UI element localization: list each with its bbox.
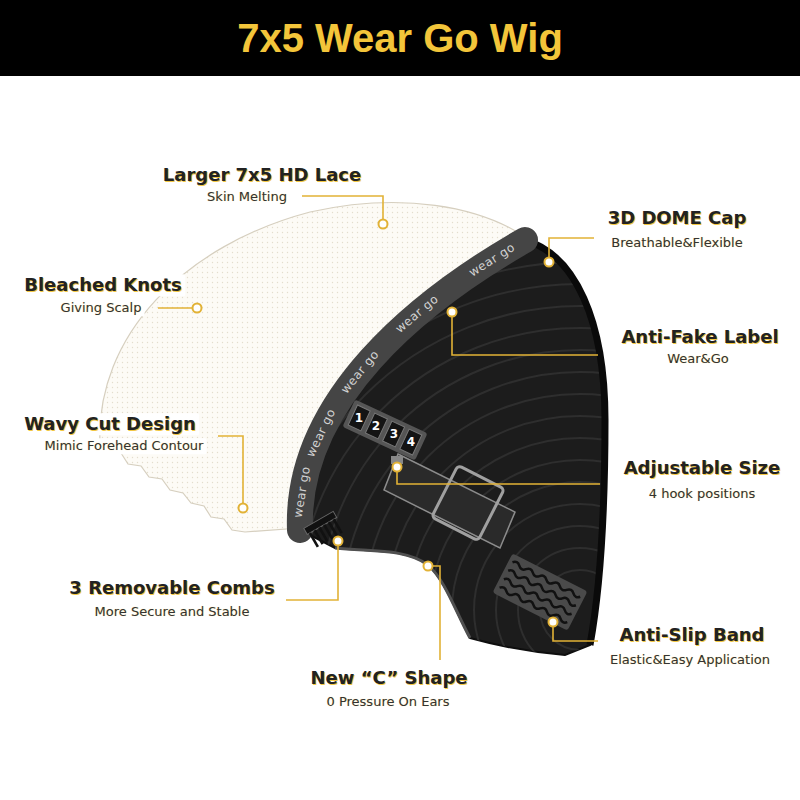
callout-note: Skin Melting: [204, 189, 290, 205]
callout-note: 4 hook positions: [646, 486, 758, 502]
callout-note: Giving Scalp: [58, 300, 145, 316]
callout-heading: Anti-Slip Band: [616, 624, 767, 646]
callout-heading: Adjustable Size: [621, 457, 784, 479]
callout-note: Elastic&Easy Application: [607, 652, 773, 668]
callout-note: Wear&Go: [664, 351, 732, 367]
callout-note: Breathable&Flexible: [608, 235, 745, 251]
hook-tape: [342, 400, 427, 461]
hook-number: 4: [407, 435, 415, 449]
hook-number: 2: [372, 419, 380, 433]
band-print: wear go: [338, 347, 382, 396]
anti-slip-band: [493, 553, 588, 630]
title-text: 7x5 Wear Go Wig: [0, 0, 800, 76]
callout-note: Mimic Forehead Contour: [42, 438, 207, 454]
callout-heading: Larger 7x5 HD Lace: [160, 164, 364, 186]
callout-heading: Bleached Knots: [21, 274, 185, 296]
band-print: wear go: [393, 292, 442, 336]
callout-heading: New “C” Shape: [308, 667, 471, 689]
title-banner: [0, 0, 800, 76]
callout-heading: 3D DOME Cap: [605, 207, 750, 229]
callout-note: 0 Pressure On Ears: [324, 694, 453, 710]
comb: [304, 511, 345, 548]
callout-heading: Anti-Fake Label: [618, 326, 781, 348]
hook-number: 1: [355, 411, 363, 425]
band-print: wear go: [466, 240, 517, 280]
cap-body: [210, 240, 800, 800]
callout-note: More Secure and Stable: [92, 604, 253, 620]
band-print: wear go: [303, 406, 338, 459]
callout-heading: 3 Removable Combs: [66, 577, 277, 599]
band-print: wear go: [291, 465, 314, 518]
callout-dot: [193, 220, 558, 627]
callout-heading: Wavy Cut Design: [21, 413, 199, 435]
hook-number: 3: [390, 427, 398, 441]
adjustable-strap: [384, 454, 515, 548]
